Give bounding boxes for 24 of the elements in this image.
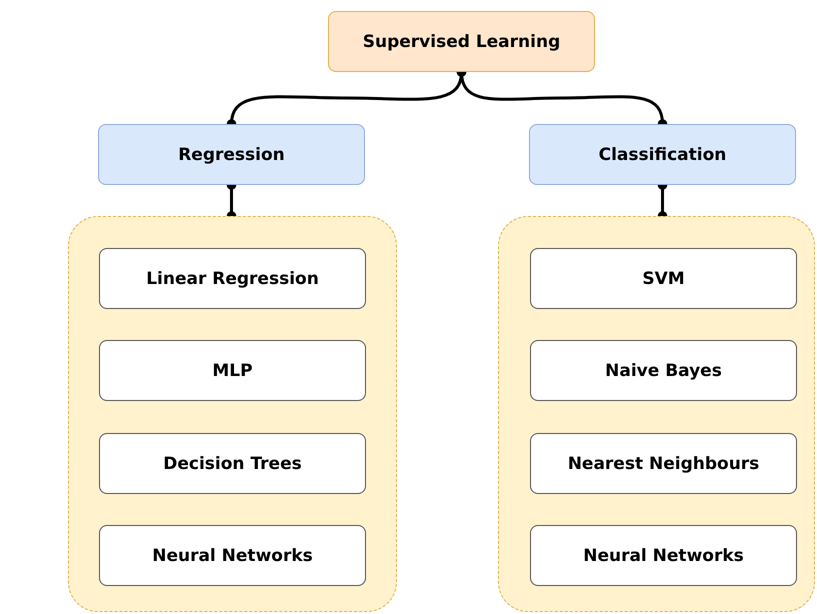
method-box	[99, 340, 366, 401]
method-box	[99, 433, 366, 494]
node-label: Regression	[178, 144, 285, 164]
group-container	[498, 216, 815, 612]
node-label: Linear Regression	[146, 268, 319, 288]
method-box	[530, 340, 797, 401]
node-label: MLP	[212, 360, 253, 380]
node-label: Supervised Learning	[362, 32, 560, 52]
node-label: Neural Networks	[152, 546, 313, 566]
node-label: Nearest Neighbours	[568, 454, 760, 474]
group-container	[68, 216, 397, 612]
method-box	[99, 248, 366, 309]
node-label: Neural Networks	[583, 546, 744, 566]
method-box	[530, 433, 797, 494]
node-label: SVM	[642, 268, 685, 288]
category-box	[529, 124, 796, 185]
root-box	[328, 11, 595, 72]
node-label: Decision Trees	[163, 454, 302, 474]
node-label: Naive Bayes	[605, 360, 722, 380]
method-box	[530, 248, 797, 309]
method-box	[530, 525, 797, 586]
category-box	[98, 124, 365, 185]
node-label: Classification	[598, 144, 726, 164]
method-box	[99, 525, 366, 586]
